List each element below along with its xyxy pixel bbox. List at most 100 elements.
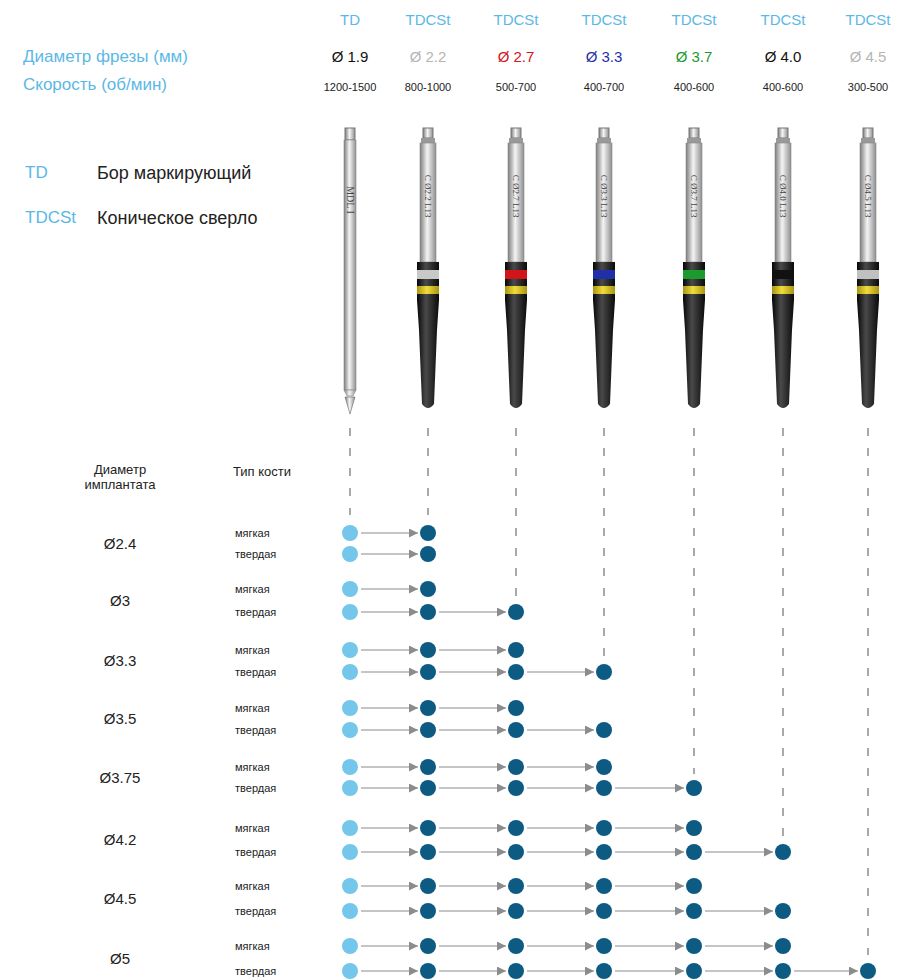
drill-code: TDCSt — [494, 11, 539, 28]
drill-notch — [776, 138, 790, 143]
color-band — [505, 270, 527, 279]
collar — [593, 279, 615, 286]
bone-type: мягкая — [235, 822, 270, 835]
step-dot — [508, 700, 524, 716]
column-header: Диаметр имплантата — [70, 463, 170, 493]
conical-drill — [593, 128, 615, 408]
drill-notch — [509, 138, 523, 143]
step-arrow — [439, 766, 506, 767]
step-dot — [686, 780, 702, 796]
step-dot — [508, 759, 524, 775]
collar — [683, 279, 705, 286]
step-arrow — [615, 945, 684, 946]
drill-notch — [597, 138, 611, 143]
step-dot — [775, 903, 791, 919]
drill-speed: 300-500 — [848, 81, 888, 94]
bone-type: твердая — [235, 666, 276, 679]
bone-type: твердая — [235, 724, 276, 737]
collar — [505, 279, 527, 286]
marker-bur — [344, 128, 356, 414]
column-header: Тип кости — [233, 465, 291, 480]
step-dot — [420, 604, 436, 620]
step-dot — [508, 604, 524, 620]
step-arrow — [361, 729, 418, 730]
implant-diameter: Ø3 — [110, 592, 130, 609]
step-dot — [508, 664, 524, 680]
bur-shaft — [344, 140, 356, 390]
bone-type: твердая — [235, 965, 276, 978]
drill-cap — [863, 128, 873, 138]
yellow-band — [857, 286, 879, 294]
drill-speed: 400-600 — [674, 81, 714, 94]
implant-diameter: Ø3.3 — [104, 652, 137, 669]
key-text: Бор маркирующий — [97, 163, 251, 184]
drill-code: TDCSt — [582, 11, 627, 28]
step-arrow — [439, 885, 506, 886]
drill-diameter: Ø 2.7 — [498, 48, 535, 65]
key-code: TDCSt — [25, 208, 76, 228]
collar — [772, 294, 794, 300]
bone-type: мягкая — [235, 702, 270, 715]
step-dot — [686, 903, 702, 919]
color-band — [857, 270, 879, 279]
step-dot — [508, 722, 524, 738]
step-dot — [342, 780, 358, 796]
drill-speed: 400-700 — [584, 81, 624, 94]
step-arrow — [361, 649, 418, 650]
bone-type: мягкая — [235, 761, 270, 774]
step-arrow — [361, 970, 418, 971]
step-dot — [420, 844, 436, 860]
step-dot — [775, 938, 791, 954]
guide-line — [694, 428, 695, 774]
guide-line — [783, 428, 784, 836]
step-dot — [420, 700, 436, 716]
step-arrow — [705, 970, 773, 971]
drill-diameter: Ø 3.7 — [676, 48, 713, 65]
conical-drill — [857, 128, 879, 408]
drill-diameter: Ø 3.3 — [586, 48, 623, 65]
step-arrow — [439, 787, 506, 788]
step-arrow — [527, 910, 594, 911]
implant-diameter: Ø3.75 — [100, 769, 141, 786]
drill-shank — [420, 143, 436, 262]
step-arrow — [615, 885, 684, 886]
step-dot — [420, 820, 436, 836]
step-arrow — [615, 910, 684, 911]
drill-cap — [778, 128, 788, 138]
implant-diameter: Ø3.5 — [104, 710, 137, 727]
step-dot — [342, 903, 358, 919]
drill-cap — [511, 128, 521, 138]
drill-diameter: Ø 2.2 — [410, 48, 447, 65]
drill-diameter: Ø 4.0 — [765, 48, 802, 65]
bone-type: мягкая — [235, 583, 270, 596]
step-arrow — [361, 532, 418, 533]
step-dot — [420, 780, 436, 796]
step-dot — [420, 581, 436, 597]
color-band — [772, 270, 794, 279]
drill-code: TDCSt — [672, 11, 717, 28]
key-text: Коническое сверло — [97, 208, 257, 229]
guide-line — [350, 428, 351, 515]
bone-type: мягкая — [235, 644, 270, 657]
step-arrow — [439, 827, 506, 828]
step-dot — [342, 700, 358, 716]
conical-drill — [505, 128, 527, 408]
step-dot — [686, 963, 702, 979]
step-dot — [596, 759, 612, 775]
step-arrow — [615, 827, 684, 828]
bur-tip — [345, 397, 355, 414]
collar — [505, 262, 527, 270]
drill-engraving: C Ø3.7 L13 — [689, 175, 699, 218]
drill-notch — [421, 138, 435, 143]
step-dot — [508, 903, 524, 919]
drill-body — [857, 300, 879, 408]
step-dot — [342, 546, 358, 562]
step-arrow — [361, 588, 418, 589]
color-band — [683, 270, 705, 279]
step-dot — [508, 878, 524, 894]
step-arrow — [361, 787, 418, 788]
bur-neck — [344, 390, 356, 396]
step-arrow — [361, 945, 418, 946]
drill-diameter: Ø 4.5 — [850, 48, 887, 65]
collar — [683, 262, 705, 270]
